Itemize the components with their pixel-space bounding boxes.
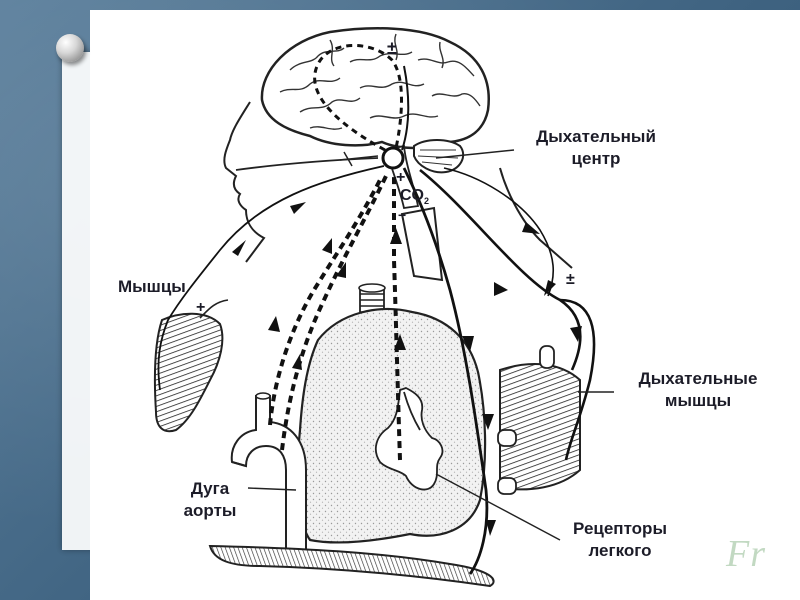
aortic-arch-label-1: Дуга xyxy=(191,479,230,498)
brain xyxy=(260,27,490,210)
leader-center xyxy=(435,149,515,159)
co2-label: CO2 xyxy=(400,187,429,206)
brain-dashed-loop xyxy=(313,44,403,152)
respiratory-center-node xyxy=(381,146,405,170)
brain-sign: ± xyxy=(387,38,397,58)
dashed-path-lung xyxy=(391,176,402,461)
diaphragm xyxy=(208,544,495,588)
lung-receptors-label-2: легкого xyxy=(588,541,651,560)
aortic-arch xyxy=(230,392,307,561)
feedback-curve xyxy=(443,167,555,297)
respiratory-muscles xyxy=(497,345,581,495)
respiratory-muscles-label-2: мышцы xyxy=(665,391,731,410)
dashed-path-muscle xyxy=(268,175,384,426)
bronchial-tree xyxy=(374,387,444,491)
respiratory-center-label-1: Дыхательный xyxy=(536,127,656,146)
head-outline xyxy=(223,101,573,269)
leader-lung-receptors xyxy=(435,473,561,541)
aortic-arch-label-2: аорты xyxy=(184,501,237,520)
center-minus-sign: − xyxy=(398,207,406,223)
respiratory-muscles-label-1: Дыхательные xyxy=(639,369,758,388)
watermark: Fr xyxy=(726,533,766,575)
path-center-to-diaphragm xyxy=(402,167,489,575)
center-plus-sign: + xyxy=(396,169,405,186)
skeletal-muscle xyxy=(153,299,229,433)
dashed-path-aorta xyxy=(280,175,388,451)
muscle-plus-sign: + xyxy=(196,299,205,316)
muscles-label: Мышцы xyxy=(118,277,186,296)
resp-muscle-sign: ± xyxy=(566,271,575,288)
respiratory-center-label-2: центр xyxy=(572,149,621,168)
lung-receptors-label-1: Рецепторы xyxy=(573,519,667,538)
leader-aorta xyxy=(247,487,297,491)
path-to-respiratory-muscles xyxy=(419,168,582,371)
path-center-to-muscle xyxy=(157,165,385,391)
pushpin-icon xyxy=(56,34,84,62)
